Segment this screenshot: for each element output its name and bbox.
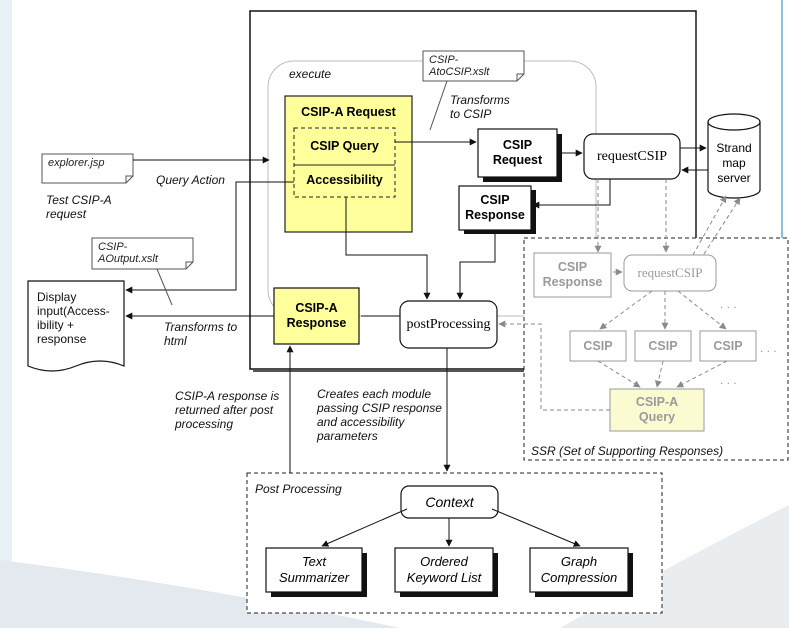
csipa-response-label: CSIP-A Response xyxy=(286,301,347,330)
graph-compression-label: Graph Compression xyxy=(540,554,618,585)
csipa-response-box xyxy=(273,287,360,345)
ssr-csip-response-label: CSIP Response xyxy=(542,260,603,289)
csipa-inner-box xyxy=(293,127,396,198)
csip-request-label: CSIP Request xyxy=(492,138,543,167)
display-label: Display input(Access- ibility + response xyxy=(37,290,110,346)
execute-label: execute xyxy=(289,67,332,81)
query-action-label: Query Action xyxy=(156,173,225,187)
ssr-csip-1: CSIP xyxy=(583,338,613,353)
ssr-request-csip-label: requestCSIP xyxy=(637,265,703,280)
returned-note: CSIP-A response is returned after post p… xyxy=(175,389,280,431)
csipa-request-title: CSIP-A Request xyxy=(301,104,396,119)
csip-request-box xyxy=(477,128,558,178)
ordered-keyword-list-label: Ordered Keyword List xyxy=(406,554,482,585)
transforms-csip-label: Transforms to CSIP xyxy=(450,93,510,121)
post-processing-box xyxy=(399,300,498,349)
explorer-jsp-doc xyxy=(41,153,134,184)
ssr-csipa-query-label: CSIP-A Query xyxy=(635,395,679,424)
connectors xyxy=(125,80,708,547)
display-doc xyxy=(27,280,125,372)
test-csipa-label: Test CSIP-A request xyxy=(46,193,112,221)
csip-response-box xyxy=(458,185,532,231)
ssr-dots-3: . . . xyxy=(720,373,737,387)
strand-map-server-label: Strand map server xyxy=(716,140,752,185)
request-csip-label: requestCSIP xyxy=(597,148,667,164)
text-summarizer-label: Text Summarizer xyxy=(278,554,350,585)
creates-note: Creates each module passing CSIP respons… xyxy=(317,387,442,443)
context-label: Context xyxy=(425,494,474,510)
xslt-output-doc xyxy=(91,237,194,270)
csip-response-label: CSIP Response xyxy=(465,193,525,222)
xslt-output-label: CSIP-AOutput.xslt xyxy=(98,241,158,265)
ssr-dots-2: . . . xyxy=(760,341,777,355)
ssr-dots-1: . . . xyxy=(720,297,737,311)
post-processing-title: Post Processing xyxy=(255,482,342,496)
explorer-jsp-label: explorer.jsp xyxy=(48,157,105,169)
request-csip-box xyxy=(583,133,681,180)
ssr-connectors xyxy=(498,179,741,411)
accessibility-label: Accessibility xyxy=(306,172,383,187)
post-processing-label: postProcessing xyxy=(406,316,491,332)
ssr-label: SSR (Set of Supporting Responses) xyxy=(531,444,724,458)
transforms-html-label: Transforms to html xyxy=(164,320,238,348)
ssr-csip-3: CSIP xyxy=(713,338,743,353)
csip-query-label: CSIP Query xyxy=(310,138,379,153)
xslt-top-doc xyxy=(422,50,525,82)
xslt-top-label: CSIP-AtoCSIP.xslt xyxy=(429,54,490,78)
ssr-csip-2: CSIP xyxy=(648,338,678,353)
strand-map-server xyxy=(707,113,761,199)
